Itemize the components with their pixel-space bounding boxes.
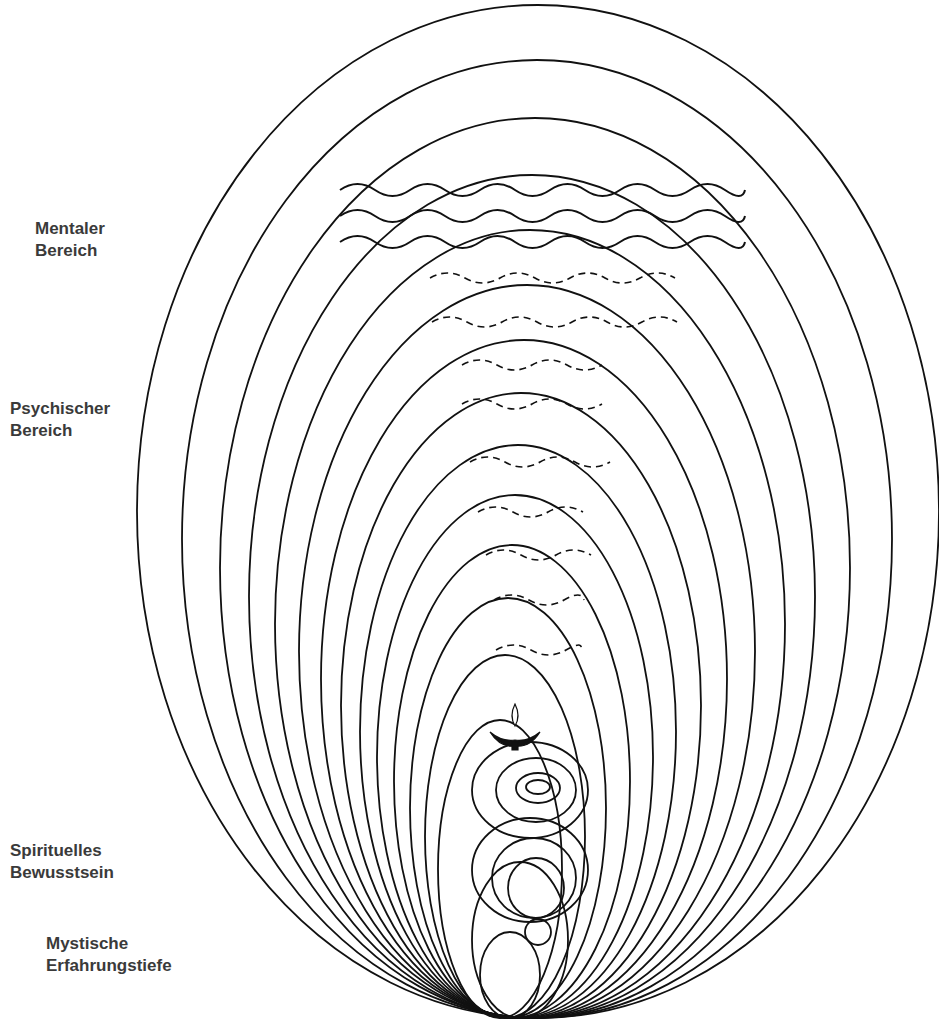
region-label: Psychischer Bereich [10,398,125,442]
region-label: Mentaler Bereich [35,218,135,262]
region-label: Spirituelles Bewusstsein [10,840,130,884]
region-label: Mystische Erfahrungstiefe [46,933,196,977]
